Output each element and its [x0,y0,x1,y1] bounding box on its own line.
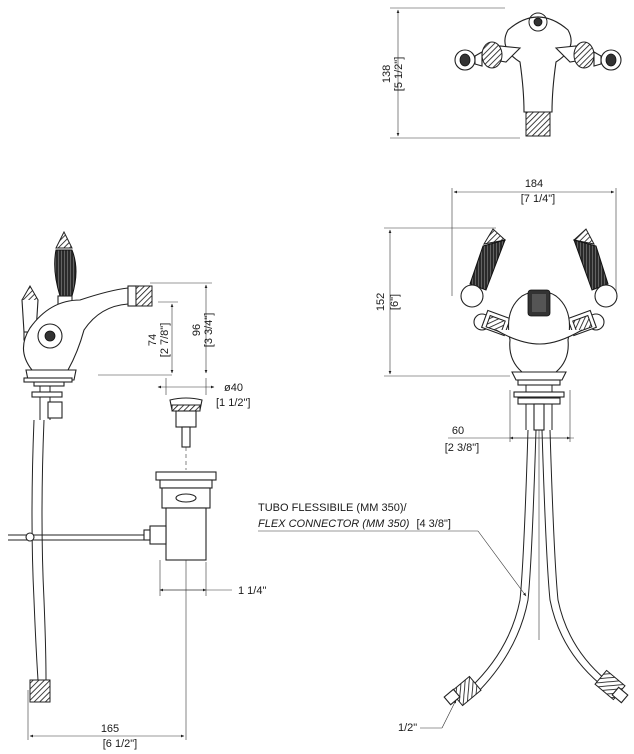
pop-up-waste-assembly: ø40 [1 1/2"] 1 1/4" [143,378,266,740]
side-spout-aerator [135,285,153,307]
front-right-hose-fitting [594,669,629,704]
side-spout-body [22,287,129,371]
top-left-handle [454,41,522,71]
height-96-inch: [3 3/4"] [203,313,215,347]
side-reach-inch: [6 1/2"] [103,738,137,750]
top-pop-up-knob [528,12,548,32]
front-view: 184 [7 1/4"] 152 [6"] [375,178,629,734]
hole-diameter-mm: 60 [452,425,464,437]
top-spout-body [504,16,572,113]
top-view: 138 [5 1/2"] [381,7,622,139]
front-width-mm: 184 [525,178,543,190]
flex-note-english: FLEX CONNECTOR (MM 350) [258,518,410,530]
front-right-flex-hose [541,429,601,685]
drain-thread-inch: 1 1/4" [238,585,266,597]
flex-note-inch: [4 3/8"] [416,518,450,530]
top-height-inch: [5 1/2"] [393,57,405,91]
svg-text:FLEX CONNECTOR (MM 350): FLEX CONNECTOR (MM 350) [4 3/8"] [258,518,451,530]
front-height-mm: 152 [375,293,387,311]
front-height-inch: [6"] [389,294,401,310]
top-spout-aerator [525,111,551,137]
height-74-inch: [2 7/8"] [159,323,171,357]
height-74-mm: 74 [147,334,159,346]
front-right-handle [566,228,618,337]
height-96-mm: 96 [191,324,203,336]
side-hose-fitting [29,679,51,703]
drain-diameter-mm: ø40 [224,382,243,394]
front-width-inch: [7 1/4"] [521,193,555,205]
top-height-mm: 138 [381,65,393,83]
connector-thread-inch: 1/2" [398,722,417,734]
front-left-flex-hose [469,429,529,689]
side-view: 74 [2 7/8"] 96 [3 3/4"] ø40 [1 1/2"] [8,230,266,750]
top-right-handle [554,41,622,71]
front-left-hose-fitting [443,675,482,707]
front-left-handle [460,228,512,337]
side-reach-mm: 165 [101,723,119,735]
hole-diameter-inch: [2 3/8"] [445,442,479,454]
flex-connector-note: TUBO FLESSIBILE (MM 350)/ FLEX CONNECTOR… [258,502,527,597]
drain-diameter-inch: [1 1/2"] [216,397,250,409]
flex-note-italian: TUBO FLESSIBILE (MM 350)/ [258,502,407,514]
side-flex-hose [31,419,39,681]
